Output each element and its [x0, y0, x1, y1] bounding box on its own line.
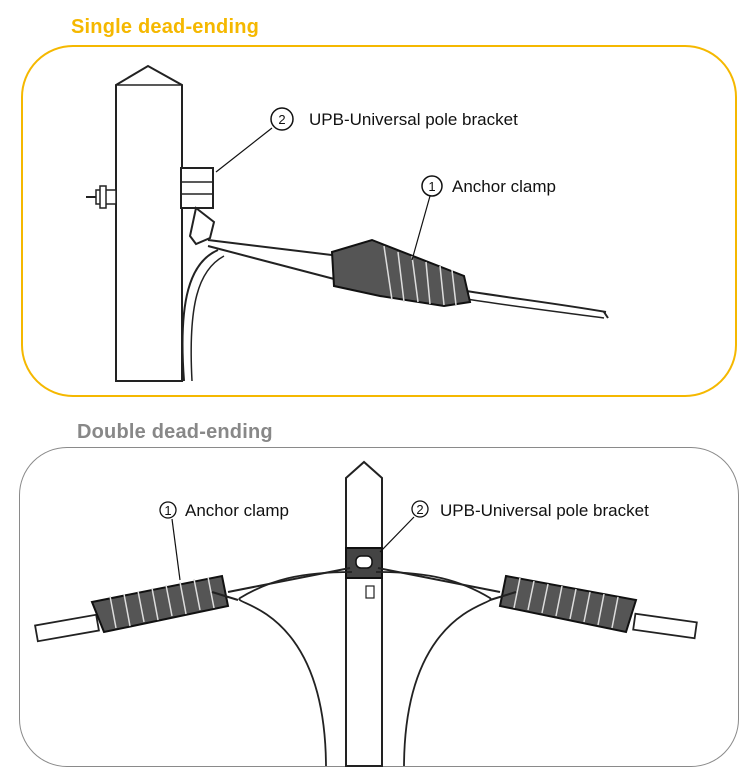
- line-cables: [34, 612, 698, 643]
- single-dead-ending-title: Single dead-ending: [71, 16, 260, 38]
- pole-bolt: [86, 185, 117, 209]
- single-dead-ending-panel: [21, 45, 737, 397]
- pole-bracket: [180, 167, 216, 246]
- anchor-clamp-label: Anchor clamp: [185, 501, 289, 520]
- svg-text:1: 1: [164, 503, 171, 518]
- upb-bracket-label: UPB-Universal pole bracket: [440, 501, 649, 520]
- anchor-clamp-left: [90, 574, 239, 634]
- pole: [115, 64, 183, 382]
- svg-text:2: 2: [416, 502, 423, 517]
- anchor-clamp: [330, 238, 472, 308]
- callout-2-single: 2 UPB-Universal pole bracket: [215, 107, 518, 173]
- drop-cables: [227, 567, 501, 767]
- anchor-clamp-label: Anchor clamp: [452, 177, 556, 196]
- upb-bracket-label: UPB-Universal pole bracket: [309, 110, 518, 129]
- double-dead-ending-title: Double dead-ending: [77, 421, 273, 443]
- drop-cable: [181, 239, 609, 382]
- anchor-clamp-right: [489, 574, 638, 634]
- callout-2-double: 2 UPB-Universal pole bracket: [379, 500, 649, 553]
- callout-1-double: 1 Anchor clamp: [159, 501, 289, 581]
- svg-text:2: 2: [278, 112, 285, 127]
- svg-text:1: 1: [428, 179, 435, 194]
- pole: [345, 460, 383, 767]
- callout-1-single: 1 Anchor clamp: [411, 175, 556, 261]
- pole-bracket: [345, 547, 383, 579]
